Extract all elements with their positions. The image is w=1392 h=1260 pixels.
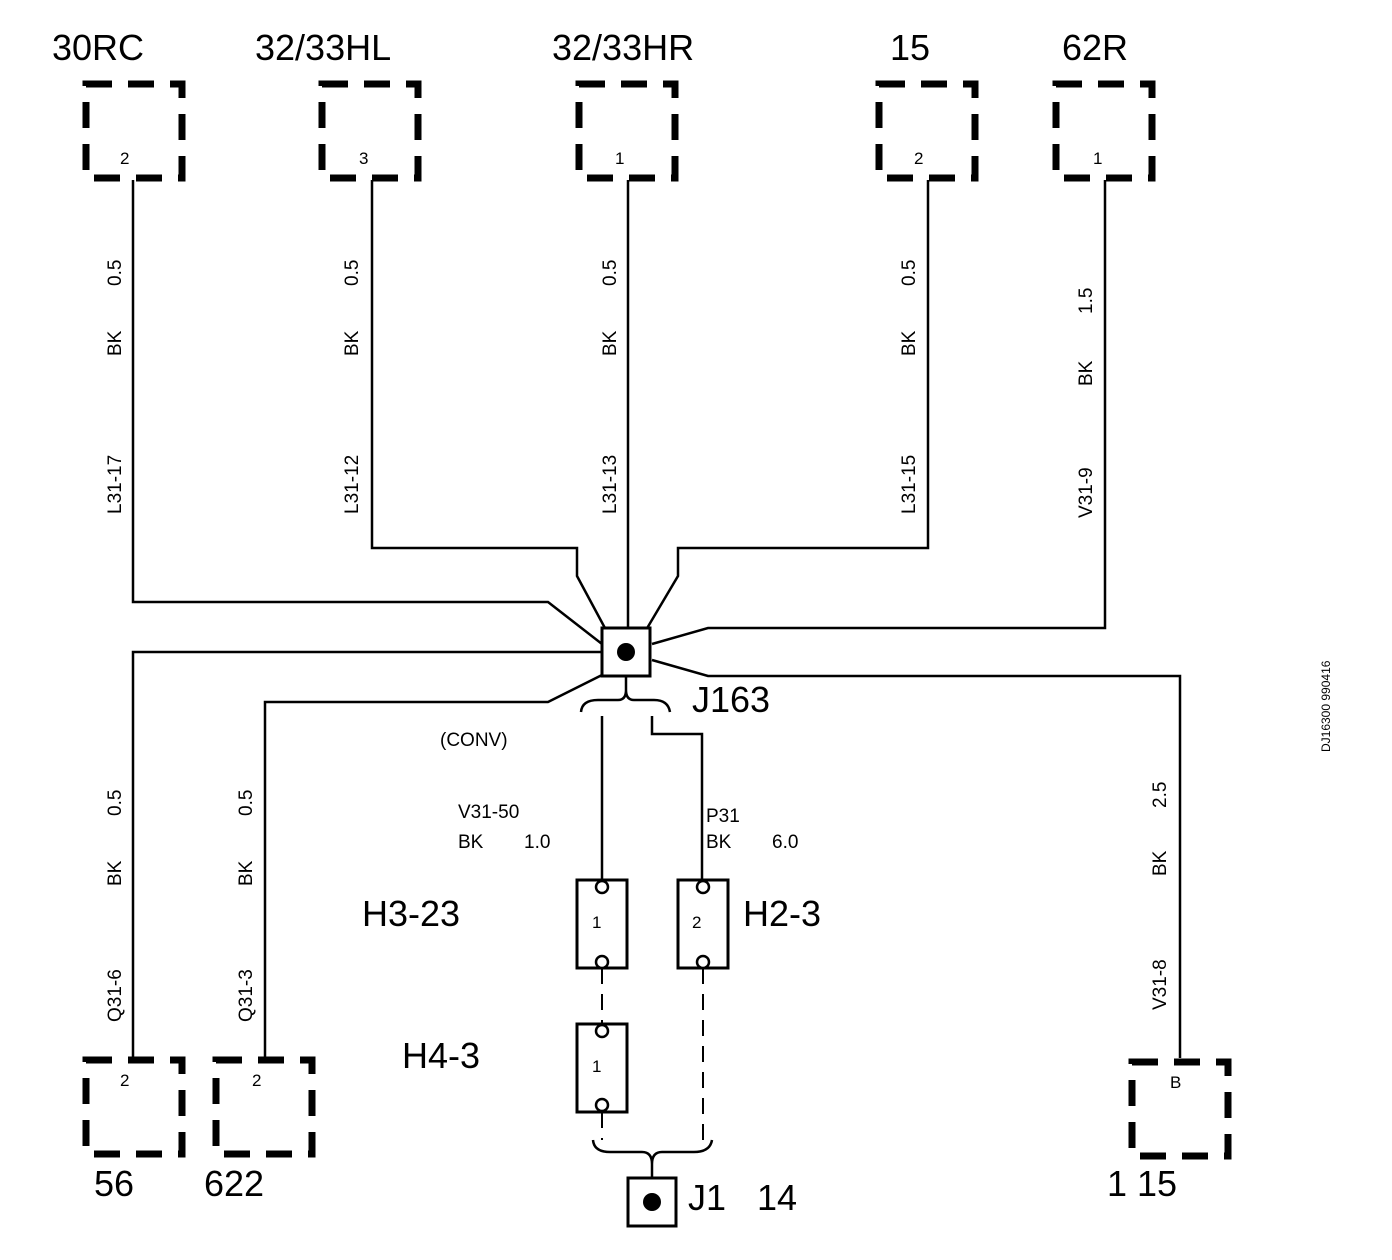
connector-label: 30RC <box>52 27 144 68</box>
svg-text:0.5: 0.5 <box>342 260 363 286</box>
svg-text:V31-8: V31-8 <box>1150 959 1171 1010</box>
ground-label: J1 <box>688 1177 726 1218</box>
wire-v31-8 <box>651 658 1182 1058</box>
connector-h3-23: 1 H3-23 <box>362 878 629 970</box>
wire-label-l31-15: 0.5 BK L31-15 <box>899 260 920 514</box>
ground-j1: J1 14 <box>626 1164 797 1228</box>
wire-label-v31-8: 2.5 BK V31-8 <box>1150 782 1171 1010</box>
svg-text:0.5: 0.5 <box>236 790 257 816</box>
svg-text:BK: BK <box>899 330 920 356</box>
svg-text:BK: BK <box>1150 850 1171 876</box>
pin-label: 2 <box>692 913 701 932</box>
connector-label: 32/33HR <box>552 27 694 68</box>
connector-label: 15 <box>890 27 930 68</box>
connector-62r: 62R 1 <box>1052 27 1156 182</box>
svg-text:L31-12: L31-12 <box>342 455 363 514</box>
svg-text:BK: BK <box>1076 360 1097 386</box>
pin-label: 2 <box>252 1071 261 1090</box>
wire-label-l31-13: 0.5 BK L31-13 <box>600 260 621 514</box>
wire-label-q31-6: 0.5 BK Q31-6 <box>105 790 126 1022</box>
wire-label-v31-9: 1.5 BK V31-9 <box>1076 288 1097 518</box>
pin-label: 1 <box>592 1057 601 1076</box>
svg-text:6.0: 6.0 <box>772 832 798 853</box>
wire-label-l31-12: 0.5 BK L31-12 <box>342 260 363 514</box>
wire-p31 <box>650 716 704 882</box>
connector-label: 1 15 <box>1107 1163 1177 1204</box>
svg-text:L31-15: L31-15 <box>899 455 920 514</box>
connector-h4-3: 1 H4-3 <box>402 1022 629 1114</box>
svg-text:2.5: 2.5 <box>1150 782 1171 808</box>
connector-label: 32/33HL <box>255 27 391 68</box>
svg-text:L31-17: L31-17 <box>105 455 126 514</box>
svg-text:BK: BK <box>342 330 363 356</box>
svg-text:Q31-3: Q31-3 <box>236 969 257 1022</box>
wire-q31-6 <box>131 650 602 1058</box>
svg-text:1.5: 1.5 <box>1076 288 1097 314</box>
wire-label-q31-3: 0.5 BK Q31-3 <box>236 790 257 1022</box>
ground-number: 14 <box>757 1177 797 1218</box>
connector-label: 622 <box>204 1163 264 1204</box>
pin-label: 1 <box>1093 149 1102 168</box>
wire-label-l31-17: 0.5 BK L31-17 <box>105 260 126 514</box>
pin-label: B <box>1170 1073 1181 1092</box>
svg-text:V31-50: V31-50 <box>458 802 519 823</box>
doc-code: DJ16300 990416 <box>1319 660 1333 752</box>
svg-text:BK: BK <box>105 860 126 886</box>
svg-text:Q31-6: Q31-6 <box>105 969 126 1022</box>
svg-text:BK: BK <box>706 832 732 853</box>
connector-32-33hl: 32/33HL 3 <box>255 27 422 182</box>
brace-ground <box>591 1139 714 1165</box>
svg-text:1.0: 1.0 <box>524 832 550 853</box>
pin-label: 2 <box>914 149 923 168</box>
connector-15: 15 2 <box>875 27 979 182</box>
svg-text:V31-9: V31-9 <box>1076 467 1097 518</box>
pin-label: 3 <box>359 149 368 168</box>
svg-text:BK: BK <box>236 860 257 886</box>
connector-56: 2 56 <box>82 1056 186 1204</box>
connector-label: H3-23 <box>362 893 460 934</box>
pin-label: 1 <box>592 913 601 932</box>
splice-j163: J163 <box>600 626 770 720</box>
wire-label-p31: P31 BK 6.0 <box>706 806 798 853</box>
conv-note: (CONV) <box>440 730 508 751</box>
wire-l31-12 <box>370 180 608 631</box>
svg-text:BK: BK <box>458 832 484 853</box>
connector-h2-3: 2 H2-3 <box>676 878 821 970</box>
wire-label-v31-50: V31-50 BK 1.0 <box>458 802 550 853</box>
svg-text:0.5: 0.5 <box>600 260 621 286</box>
connector-label: 62R <box>1062 27 1128 68</box>
svg-text:0.5: 0.5 <box>105 260 126 286</box>
brace-j163 <box>579 689 672 713</box>
connector-32-33hr: 32/33HR 1 <box>552 27 694 182</box>
connector-label: H2-3 <box>743 893 821 934</box>
pin-label: 2 <box>120 1071 129 1090</box>
svg-text:L31-13: L31-13 <box>600 455 621 514</box>
svg-text:BK: BK <box>600 330 621 356</box>
connector-label: 56 <box>94 1163 134 1204</box>
svg-text:0.5: 0.5 <box>899 260 920 286</box>
svg-text:BK: BK <box>105 330 126 356</box>
wire-v31-9 <box>651 180 1107 646</box>
connector-1-15: B 1 15 <box>1107 1058 1232 1204</box>
connector-30rc: 30RC 2 <box>52 27 186 182</box>
connector-622: 2 622 <box>204 1056 316 1204</box>
pin-label: 1 <box>615 149 624 168</box>
svg-text:0.5: 0.5 <box>105 790 126 816</box>
wire-q31-3 <box>263 672 605 1058</box>
pin-label: 2 <box>120 149 129 168</box>
svg-text:P31: P31 <box>706 806 740 827</box>
splice-label: J163 <box>692 679 770 720</box>
connector-label: H4-3 <box>402 1035 480 1076</box>
wire-l31-15 <box>644 180 930 631</box>
wire-l31-17 <box>131 180 603 645</box>
